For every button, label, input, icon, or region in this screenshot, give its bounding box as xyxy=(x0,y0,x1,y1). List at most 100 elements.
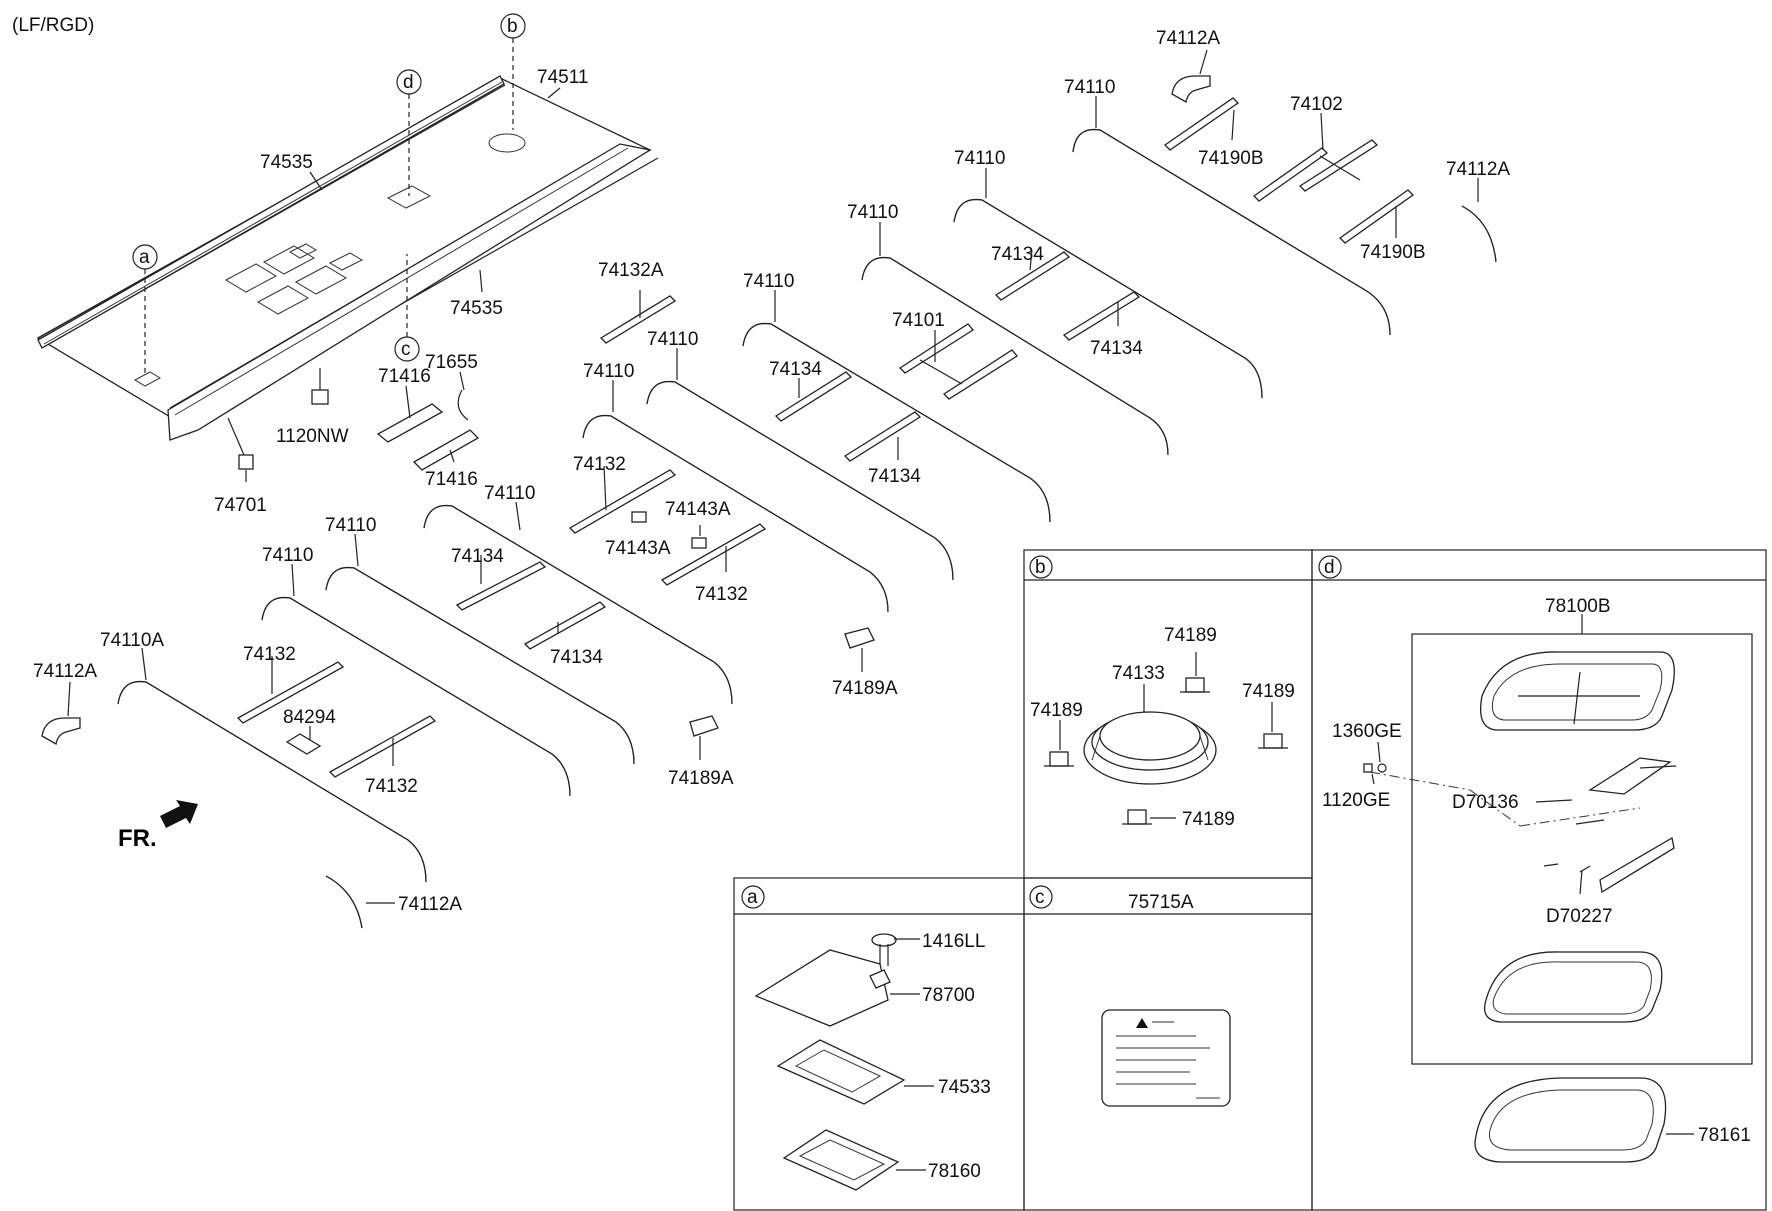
detail-a-tag: a xyxy=(747,887,758,908)
label-75715a: 75715A xyxy=(1128,892,1194,913)
label-71655: 71655 xyxy=(425,352,478,373)
screw-1360ge xyxy=(1363,763,1387,773)
label-74102: 74102 xyxy=(1290,94,1343,115)
detail-b-tag: b xyxy=(1035,557,1046,578)
label-74535-top: 74535 xyxy=(260,152,313,173)
label-74134-a: 74134 xyxy=(991,244,1044,265)
end-cap-74112a-left xyxy=(41,717,81,746)
label-74190b-top: 74190B xyxy=(1198,148,1264,169)
detail-c-tag: c xyxy=(1035,887,1045,908)
label-74132-c: 74132 xyxy=(243,644,296,665)
label-78160: 78160 xyxy=(928,1161,981,1182)
label-74189a-lower: 74189A xyxy=(668,768,734,789)
label-78161: 78161 xyxy=(1698,1125,1751,1146)
detail-d-tag: d xyxy=(1324,557,1335,578)
clip-74701 xyxy=(238,454,254,470)
label-74134-d: 74134 xyxy=(868,466,921,487)
label-74133: 74133 xyxy=(1112,663,1165,684)
label-74143a-top: 74143A xyxy=(665,499,731,520)
warning-label-75715a xyxy=(1101,1009,1231,1107)
label-74189a-upper: 74189A xyxy=(832,678,898,699)
label-74134-f: 74134 xyxy=(550,647,603,668)
label-1360ge: 1360GE xyxy=(1332,721,1402,742)
label-74701: 74701 xyxy=(214,495,267,516)
detail-c-box xyxy=(1023,877,1313,1211)
label-74110-3: 74110 xyxy=(847,202,898,223)
label-74112a-top: 74112A xyxy=(1156,28,1220,49)
label-74110-7: 74110 xyxy=(484,483,535,504)
label-74101: 74101 xyxy=(892,310,945,331)
label-74190b-bottom: 74190B xyxy=(1360,242,1426,263)
cross-bars xyxy=(236,97,1415,778)
label-74132-b: 74132 xyxy=(695,584,748,605)
ring-74133 xyxy=(1083,711,1217,785)
clip-74189-left xyxy=(1044,751,1074,767)
label-74110-5: 74110 xyxy=(647,329,698,350)
label-74511: 74511 xyxy=(537,67,588,88)
label-74112a-left: 74112A xyxy=(33,661,97,682)
label-74132a: 74132A xyxy=(598,260,664,281)
end-cap-74112a-bottom xyxy=(325,875,363,929)
label-74110-8: 74110 xyxy=(325,515,376,536)
front-arrow-icon xyxy=(160,800,198,828)
cover-78700 xyxy=(754,949,891,1027)
label-74112a-bottom: 74112A xyxy=(398,894,462,915)
label-78100b: 78100B xyxy=(1545,596,1611,617)
warning-triangle-icon xyxy=(1136,1018,1148,1028)
label-74132-a: 74132 xyxy=(573,454,626,475)
label-74110-1: 74110 xyxy=(1064,77,1115,98)
hatch-seal xyxy=(1483,951,1663,1023)
label-74189-left: 74189 xyxy=(1030,700,1083,721)
label-74110-2: 74110 xyxy=(954,148,1005,169)
callout-a: a xyxy=(139,247,150,268)
callout-c: c xyxy=(401,339,411,360)
label-84294: 84294 xyxy=(283,707,336,728)
clip-74189-right xyxy=(1258,733,1288,749)
label-74110-4: 74110 xyxy=(743,271,794,292)
label-1120nw: 1120NW xyxy=(276,426,349,447)
bolt-1120nw xyxy=(311,368,329,405)
roof-panel xyxy=(36,77,659,431)
label-74143a-bottom: 74143A xyxy=(605,538,671,559)
label-74134-b: 74134 xyxy=(1090,338,1143,359)
label-74535-bottom: 74535 xyxy=(450,298,503,319)
label-78700: 78700 xyxy=(922,985,975,1006)
cap-74189a-lower xyxy=(689,715,719,737)
clip-74143a-right xyxy=(691,537,707,549)
callout-b: b xyxy=(507,16,518,37)
hatch-hinge xyxy=(1543,757,1677,894)
label-1416ll: 1416LL xyxy=(922,931,985,952)
hatch-lid xyxy=(1479,651,1675,731)
clip-71655 xyxy=(457,389,469,421)
label-74112a-right: 74112A xyxy=(1446,159,1510,180)
label-74110-9: 74110 xyxy=(262,545,313,566)
label-74132-d: 74132 xyxy=(365,776,418,797)
front-label: FR. xyxy=(118,825,157,852)
label-74110-6: 74110 xyxy=(583,361,634,382)
label-74134-e: 74134 xyxy=(451,546,504,567)
bracket-71416-upper xyxy=(376,403,444,443)
end-cap-74112a-top xyxy=(1171,75,1211,104)
label-74533: 74533 xyxy=(938,1077,991,1098)
label-d70136: D70136 xyxy=(1452,792,1519,813)
label-74189-right: 74189 xyxy=(1242,681,1295,702)
variant-label: (LF/RGD) xyxy=(12,15,94,36)
label-74189-bottom: 74189 xyxy=(1182,809,1235,830)
clip-74143a-left xyxy=(631,511,647,523)
roof-rail-right xyxy=(167,143,652,441)
clip-74189-top xyxy=(1180,677,1210,693)
roof-bows xyxy=(117,128,1391,883)
label-71416-upper: 71416 xyxy=(378,366,431,387)
label-74189-top: 74189 xyxy=(1164,625,1217,646)
frame-74533 xyxy=(776,1039,906,1105)
label-1120ge: 1120GE xyxy=(1322,790,1390,811)
end-cap-74112a-right xyxy=(1461,205,1497,263)
tray-78160 xyxy=(782,1129,900,1191)
callout-d: d xyxy=(403,72,414,93)
bolt-1416ll xyxy=(871,933,897,966)
hatch-trim-78161 xyxy=(1474,1077,1667,1163)
bracket-71416-lower xyxy=(412,429,480,471)
bracket-84294 xyxy=(285,733,322,755)
cap-74189a-upper xyxy=(844,627,875,649)
